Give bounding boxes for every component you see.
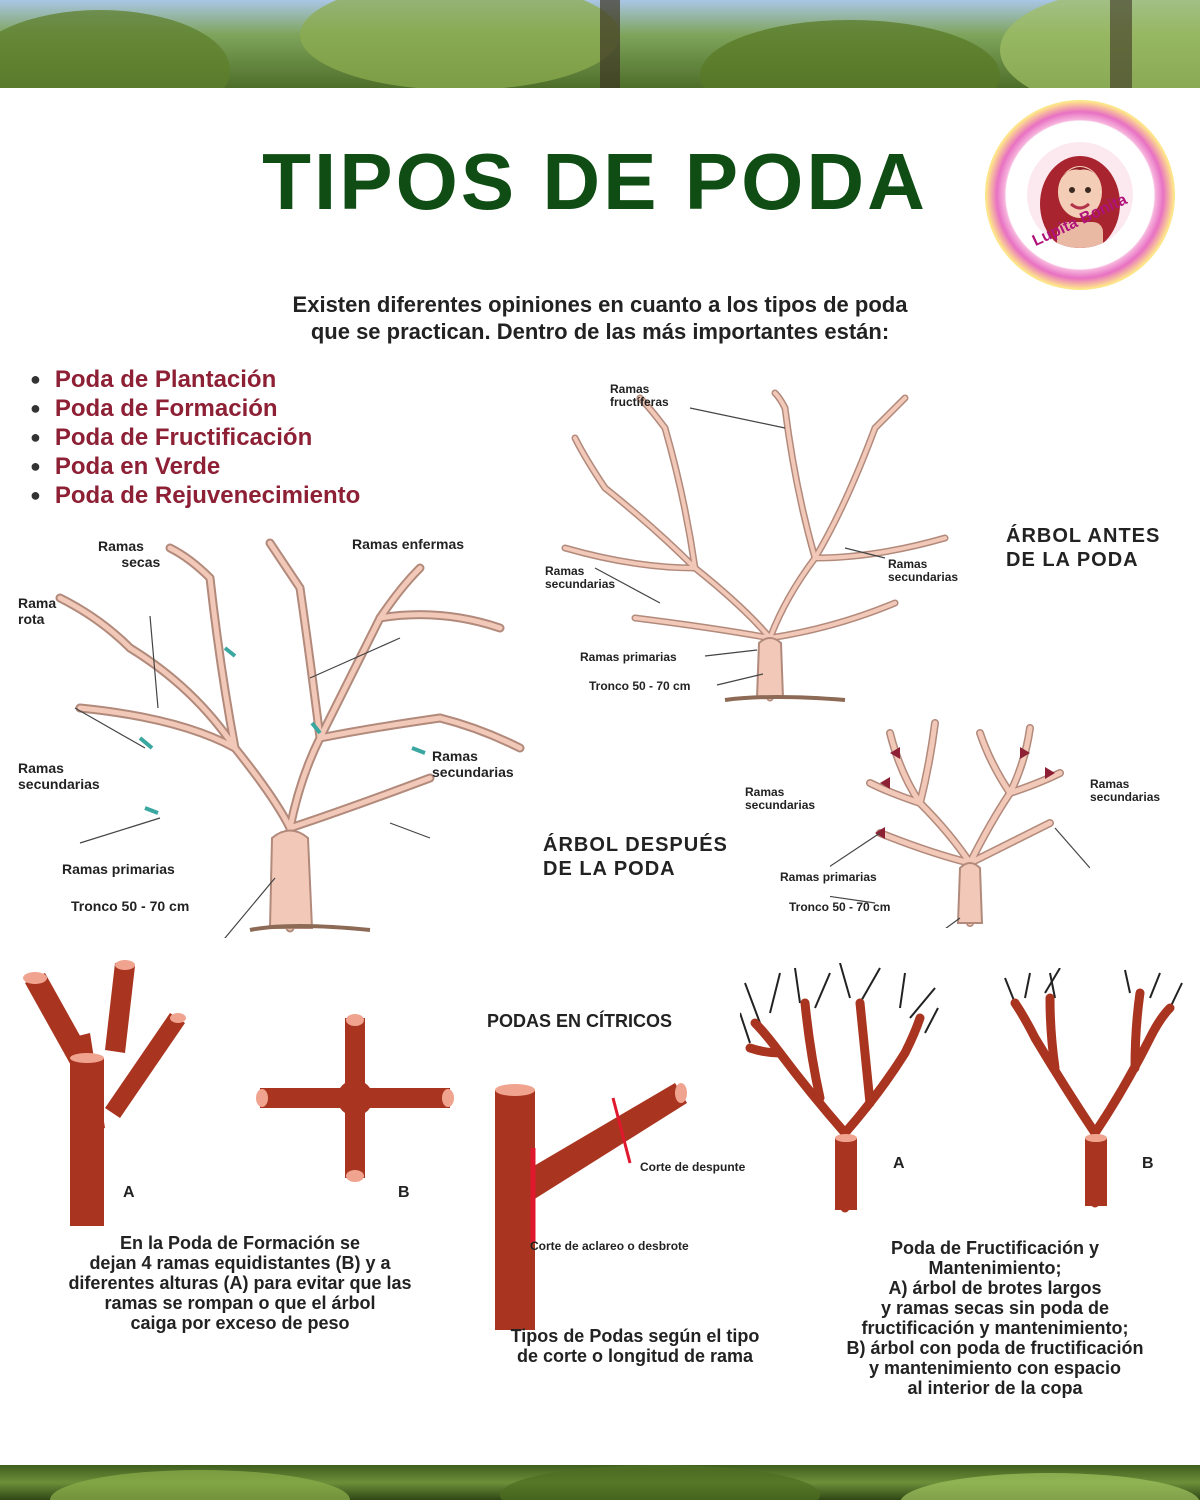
formation-label-b: B [398,1184,410,1201]
citricos-title: PODAS EN CÍTRICOS [487,1011,673,1031]
label-tronco: Tronco 50 - 70 cm [789,900,891,914]
label-ramas-secas: Ramas secas [98,538,161,570]
label-ramas-enfermas: Ramas enfermas [352,536,465,552]
formation-cross-b [256,1014,454,1182]
label-ramas-primarias: Ramas primarias [780,870,877,884]
woman-avatar-icon [1040,156,1120,248]
intro-text: Existen diferentes opiniones en cuanto a… [190,291,1010,345]
fruiting-tree-b [1004,968,1183,1208]
foliage-top-photo [0,0,1200,88]
intro-line: Existen diferentes opiniones en cuanto a… [292,292,908,317]
fruiting-tree-a [740,963,939,1213]
label-corte-despunte: Corte de despunte [640,1160,746,1174]
label-ramas-primarias: Ramas primarias [62,861,175,877]
label-tronco: Tronco 50 - 70 cm [71,898,190,914]
formation-label-a: A [123,1184,135,1201]
label-ramas-primarias: Ramas primarias [580,650,677,664]
fruiting-label-b: B [1142,1155,1154,1172]
intro-line: que se practican. Dentro de las más impo… [310,319,890,344]
page-title: TIPOS DE PODA [262,137,928,226]
avatar [1027,142,1133,248]
list-item: ●Poda de Rejuvenecimiento [30,482,361,509]
formation-caption: En la Poda de Formación se dejan 4 ramas… [68,1233,412,1333]
list-item: ●Poda en Verde [30,453,221,480]
fruiting-label-a: A [893,1155,905,1172]
list-item: ●Poda de Plantación [30,366,277,393]
tree-diagram-before [561,389,949,702]
fruiting-caption: Poda de Fructificación y Mantenimiento; … [846,1238,1144,1398]
label-tronco: Tronco 50 - 70 cm [589,679,691,693]
label-corte-aclareo: Corte de aclareo o desbrote [530,1239,689,1253]
formation-tree-a [23,960,186,1226]
pruning-types-list: ●Poda de Plantación ●Poda de Formación ●… [30,366,360,511]
cut-types-caption: Tipos de Podas según el tipo de corte o … [510,1326,760,1366]
infographic-panel: TIPOS DE PODA Lupita Bonita Existen dife… [0,88,1200,1465]
tree-diagram-after [830,719,1090,928]
lupita-bonita-logo: Lupita Bonita [985,100,1175,290]
cut-types-diagram [495,1083,687,1330]
list-item: ●Poda de Fructificación [30,424,313,451]
list-item: ●Poda de Formación [30,395,278,422]
foliage-bottom-photo [0,1465,1200,1500]
tree-diagram-left [55,538,525,938]
